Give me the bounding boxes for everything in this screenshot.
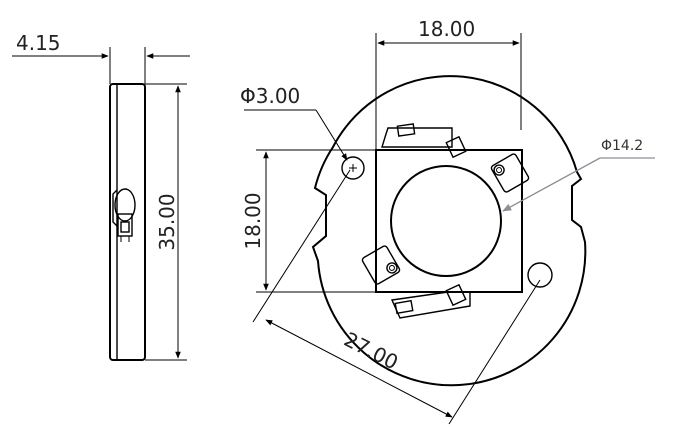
- mounting-hole-left: [341, 156, 365, 180]
- dim-lens-diameter-label: Φ14.2: [601, 138, 643, 154]
- dim-height-label: 35.00: [155, 193, 179, 250]
- front-view: [311, 75, 587, 387]
- dim-height-left: 18.00: [241, 149, 376, 293]
- dim-height: 35.00: [145, 83, 187, 361]
- dim-outer-diameter: 27.00: [252, 169, 541, 425]
- dim-lens-diameter: Φ14.2: [502, 138, 655, 212]
- dim-hole-diameter-label: Φ3.00: [240, 84, 300, 108]
- dim-width-top-label: 18.00: [418, 17, 475, 41]
- lens-circle: [390, 165, 502, 277]
- dim-height-left-label: 18.00: [241, 192, 265, 249]
- mounting-hole-right: [527, 262, 553, 288]
- dim-thickness-label: 4.15: [16, 31, 61, 55]
- dim-thickness: 4.15: [12, 31, 190, 84]
- dim-width-top: 18.00: [375, 17, 522, 150]
- dim-hole-diameter: Φ3.00: [240, 84, 348, 161]
- dim-outer-diameter-label: 27.00: [340, 327, 402, 374]
- board-outline: [311, 75, 587, 387]
- side-view: [109, 83, 146, 361]
